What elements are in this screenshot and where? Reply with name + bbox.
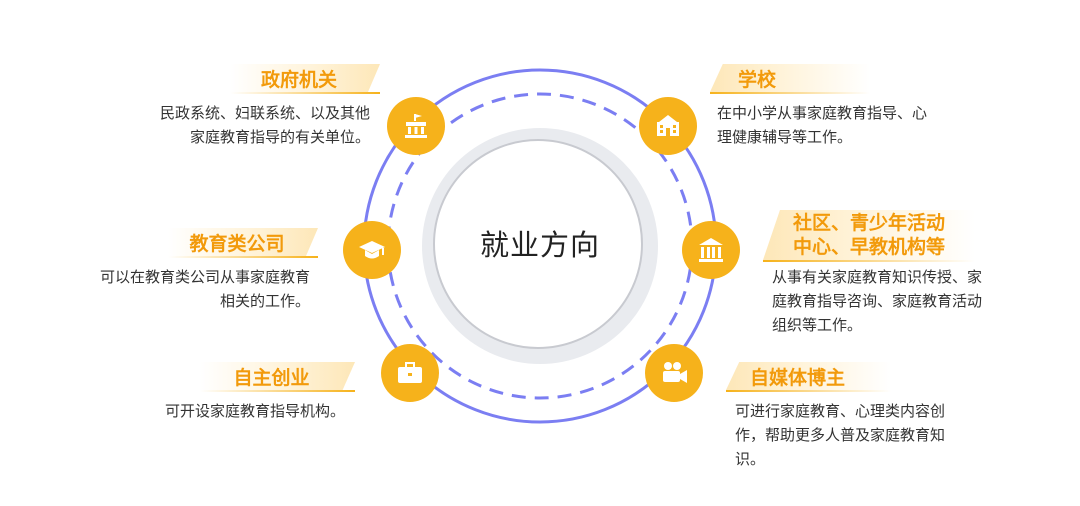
- label-self-media-underline: [726, 390, 891, 392]
- desc-self-media: 可进行家庭教育、心理类内容创 作，帮助更多人普及家庭教育知 识。: [735, 402, 946, 468]
- video-camera-icon: [645, 344, 703, 402]
- center-circle: [433, 139, 643, 349]
- label-school: 学校: [710, 64, 870, 92]
- desc-community: 从事有关家庭教育知识传授、家 庭教育指导咨询、家庭教育活动 组织等工作。: [772, 268, 983, 334]
- label-government: 政府机关: [230, 64, 380, 92]
- government-building-icon: [387, 97, 445, 155]
- center-title: 就业方向: [479, 228, 600, 262]
- label-education-company-underline: [168, 256, 318, 258]
- desc-school: 在中小学从事家庭教育指导、心 理健康辅导等工作。: [717, 104, 928, 146]
- label-government-underline: [230, 92, 380, 94]
- label-school-underline: [710, 92, 870, 94]
- school-building-icon: [639, 97, 697, 155]
- label-self-media: 自媒体博主: [726, 362, 891, 390]
- desc-government: 民政系统、妇联系统、以及其他 家庭教育指导的有关单位。: [159, 104, 370, 146]
- label-self-media-text: 自媒体博主: [750, 366, 846, 389]
- label-education-company: 教育类公司: [168, 228, 318, 256]
- label-community: 社区、青少年活动 中心、早教机构等: [763, 210, 975, 260]
- briefcase-icon: [381, 344, 439, 402]
- graduation-cap-icon: [343, 221, 401, 279]
- label-community-line1: 社区、青少年活动: [792, 212, 945, 234]
- label-education-company-text: 教育类公司: [189, 232, 285, 255]
- desc-education-company: 可以在教育类公司从事家庭教育 相关的工作。: [99, 268, 310, 310]
- label-community-line2: 中心、早教机构等: [792, 236, 945, 258]
- label-government-text: 政府机关: [260, 68, 337, 91]
- institution-icon: [682, 221, 740, 279]
- label-startup-text: 自主创业: [233, 366, 310, 389]
- desc-startup: 可开设家庭教育指导机构。: [164, 402, 345, 420]
- label-startup-underline: [200, 390, 355, 392]
- label-community-underline: [763, 260, 975, 262]
- label-startup: 自主创业: [200, 362, 355, 390]
- label-school-text: 学校: [738, 68, 777, 91]
